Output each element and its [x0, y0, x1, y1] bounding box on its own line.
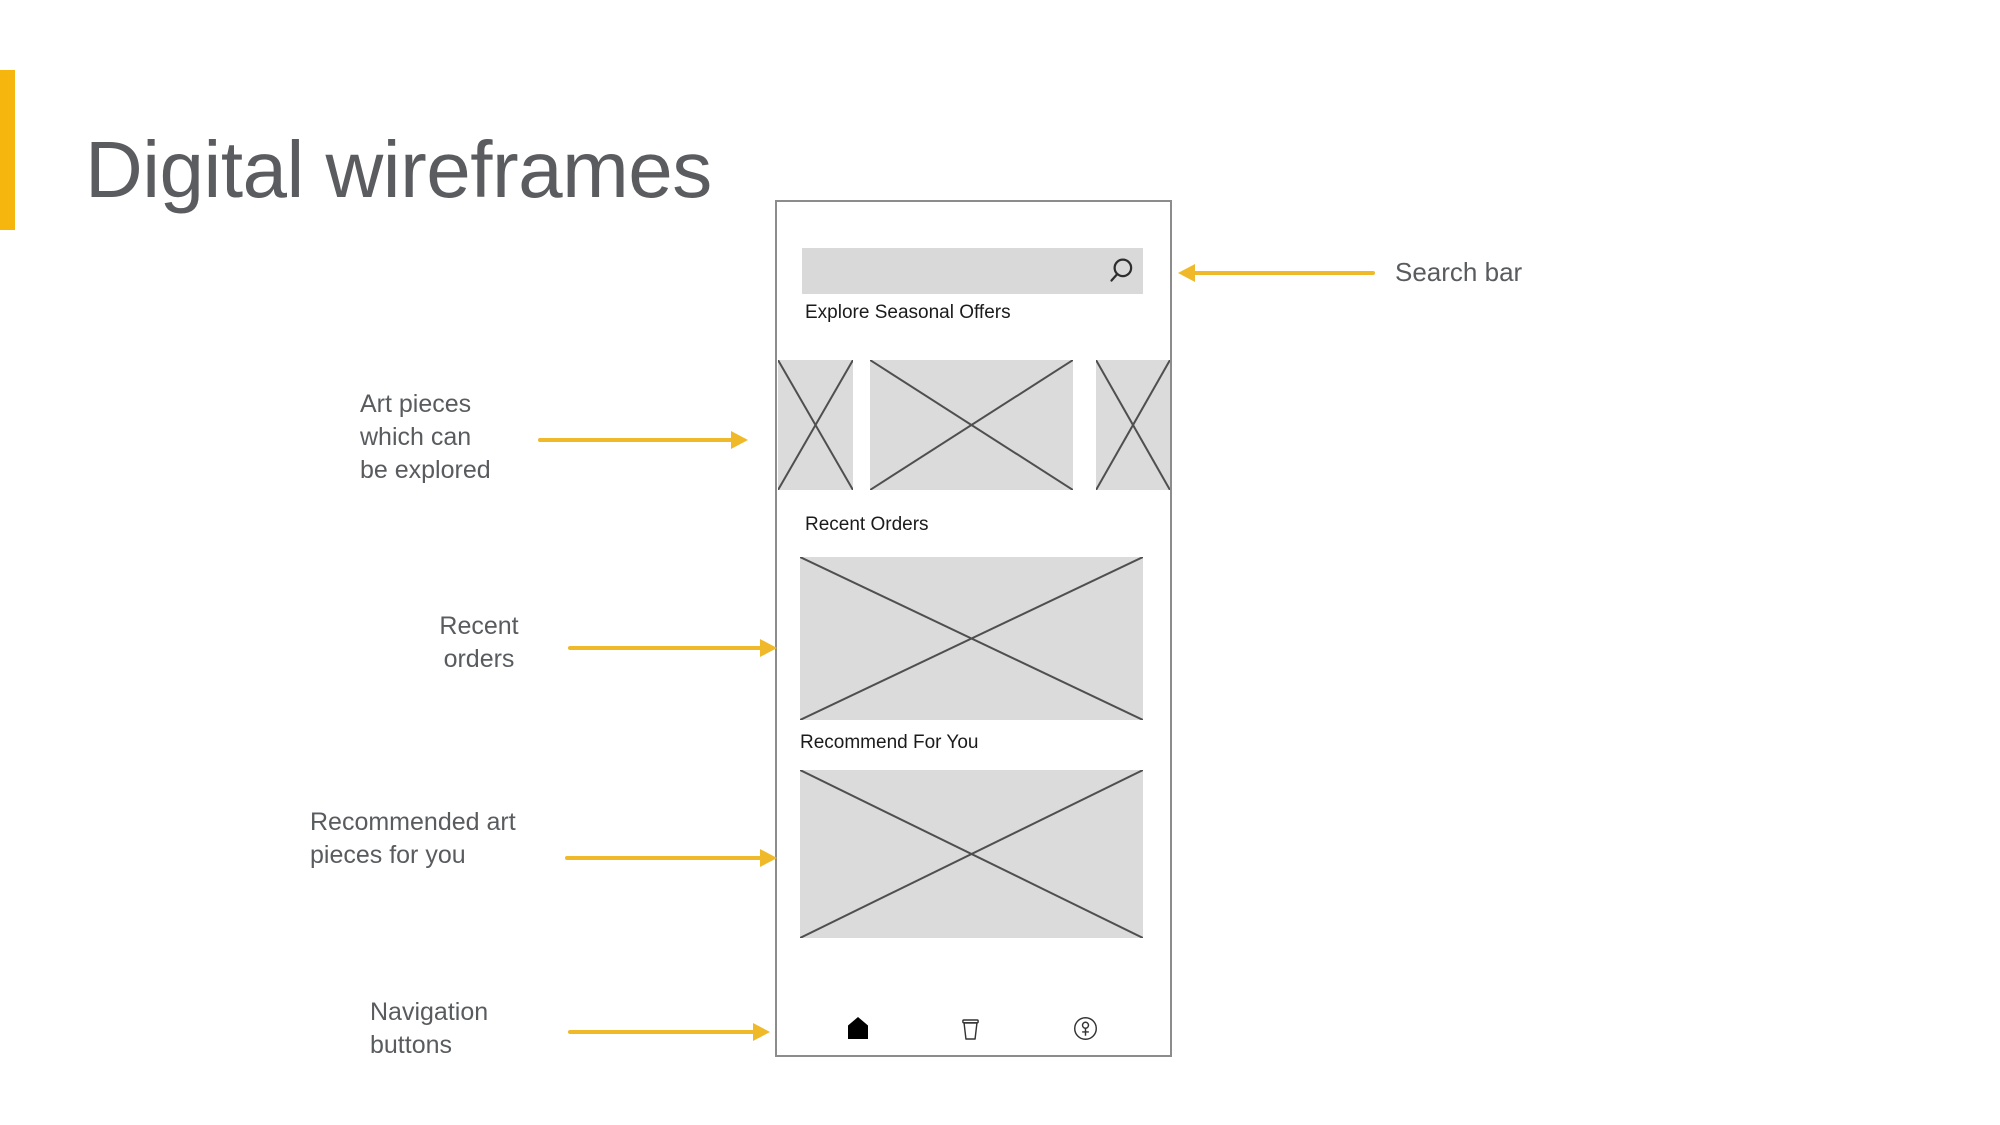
accent-bar — [0, 70, 15, 230]
image-placeholder-recent-orders — [800, 557, 1143, 720]
page-title: Digital wireframes — [85, 125, 712, 214]
magnifier-icon — [1110, 258, 1133, 282]
search-bar-arrow — [1178, 263, 1375, 283]
section-heading-recent-orders: Recent Orders — [805, 514, 929, 535]
account-icon — [1073, 1016, 1098, 1046]
image-placeholder-carousel-right — [1096, 360, 1170, 490]
image-placeholder-carousel-center — [870, 360, 1073, 490]
annotation-recent-orders: Recent orders — [439, 612, 519, 673]
section-heading-recommend: Recommend For You — [800, 732, 979, 753]
cup-icon — [961, 1018, 980, 1046]
image-placeholder-recommend — [800, 770, 1143, 938]
recent-orders-arrow — [568, 638, 777, 658]
phone-wireframe: Explore Seasonal Offers Recent Orders Re… — [775, 200, 1172, 1057]
image-placeholder-carousel-left — [778, 360, 853, 490]
recommended-pieces-arrow — [565, 848, 777, 868]
search-bar — [802, 248, 1143, 294]
home-icon — [847, 1016, 869, 1045]
navigation-buttons-arrow — [568, 1022, 770, 1042]
annotation-recommended-pieces: Recommended art pieces for you — [310, 808, 516, 869]
annotation-art-pieces: Art pieces which can be explored — [360, 390, 491, 484]
annotation-navigation-buttons: Navigation buttons — [370, 998, 489, 1059]
annotation-search-bar: Search bar — [1395, 257, 1523, 287]
section-heading-explore: Explore Seasonal Offers — [805, 302, 1011, 323]
art-pieces-arrow — [538, 430, 748, 450]
